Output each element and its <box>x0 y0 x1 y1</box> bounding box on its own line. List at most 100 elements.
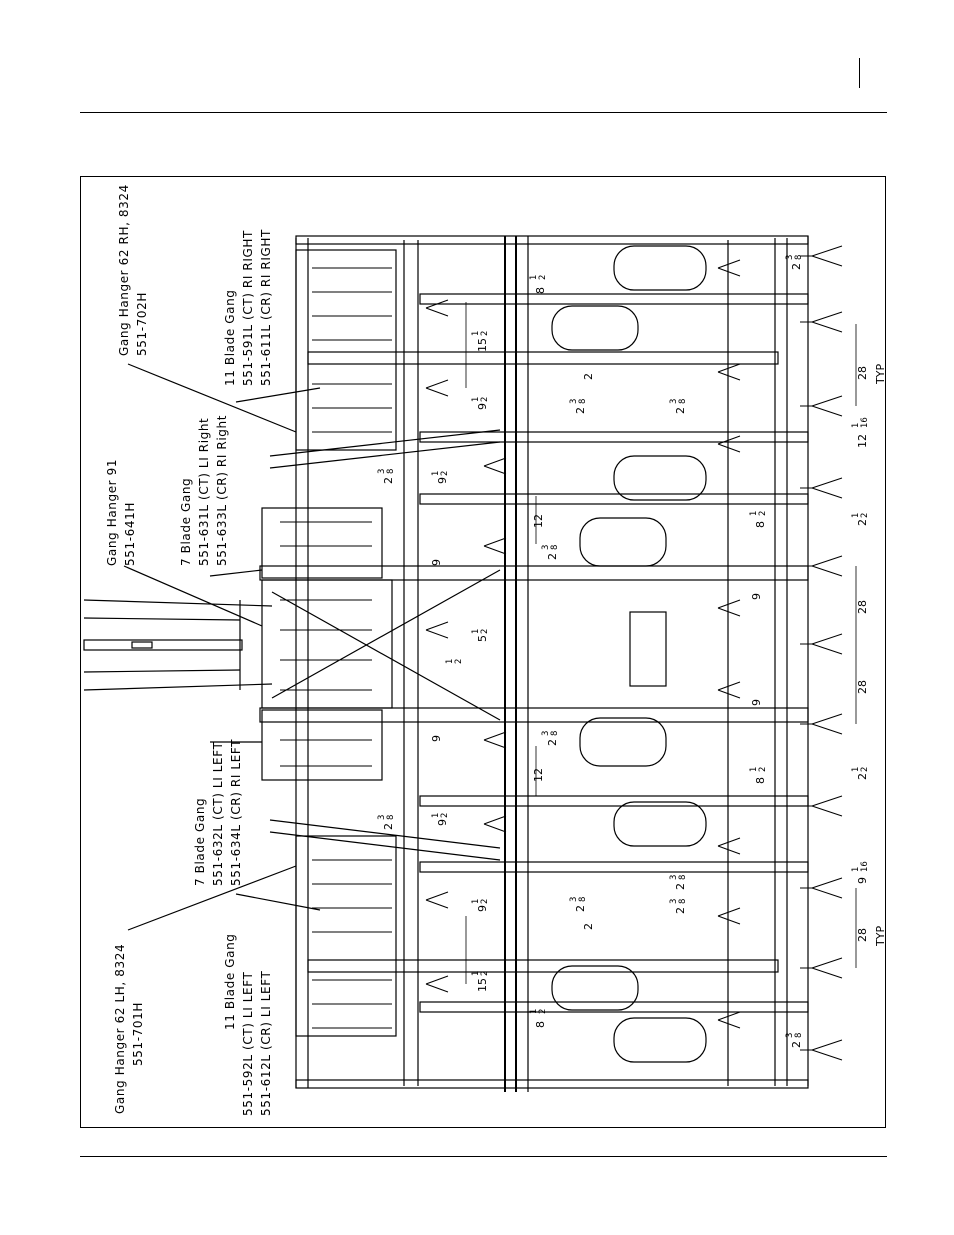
svg-text:9: 9 <box>476 403 489 410</box>
svg-text:8: 8 <box>794 255 804 260</box>
svg-text:2: 2 <box>758 767 768 772</box>
svg-text:TYP: TYP <box>874 364 887 385</box>
dim-15-1-2-bottom: 15 1 2 <box>471 971 490 992</box>
dim-9-right-a: 9 <box>750 593 763 600</box>
svg-text:9: 9 <box>436 819 449 826</box>
svg-text:Gang Hanger 62 RH, 8324: Gang Hanger 62 RH, 8324 <box>117 184 131 356</box>
svg-text:2: 2 <box>538 275 548 280</box>
svg-text:8: 8 <box>678 399 688 404</box>
svg-text:28: 28 <box>856 600 869 614</box>
svg-text:1: 1 <box>851 867 861 872</box>
dim-2-1-2-top: 2 1 2 <box>851 513 870 526</box>
dim-9-bottom: 9 <box>430 735 443 742</box>
svg-text:1: 1 <box>471 331 481 336</box>
dim-2-3-8-right-top: 2 3 8 <box>785 255 804 270</box>
svg-text:9: 9 <box>430 559 443 566</box>
svg-text:8: 8 <box>678 899 688 904</box>
svg-text:551-701H: 551-701H <box>131 1002 145 1066</box>
svg-text:3: 3 <box>669 899 679 904</box>
svg-text:2: 2 <box>582 923 595 930</box>
dim-28-typ-top: 28 TYP <box>856 364 887 385</box>
svg-text:1: 1 <box>471 397 481 402</box>
dim-28-typ-bottom: 28 TYP <box>856 926 887 947</box>
dim-2-3-8-a: 2 3 8 <box>569 399 588 414</box>
gang-7-right-label: 7 Blade Gang 551-631L (CT) LI Right 551-… <box>179 415 229 566</box>
svg-text:551-633L (CR) RI Right: 551-633L (CR) RI Right <box>215 415 229 566</box>
svg-text:15: 15 <box>476 338 489 352</box>
svg-text:1: 1 <box>471 971 481 976</box>
svg-text:551-641H: 551-641H <box>123 502 137 566</box>
svg-text:2: 2 <box>480 331 490 336</box>
svg-text:8: 8 <box>578 399 588 404</box>
svg-text:551-702H: 551-702H <box>135 292 149 356</box>
dim-5-1-2: 5 1 2 <box>471 629 490 642</box>
gang-hanger-lh-label: Gang Hanger 62 LH, 8324 551-701H <box>113 944 145 1114</box>
svg-text:2: 2 <box>674 883 687 890</box>
svg-text:8: 8 <box>386 815 396 820</box>
svg-text:551-611L (CR) RI RIGHT: 551-611L (CR) RI RIGHT <box>259 229 273 386</box>
svg-text:551-634L (CR) RI LEFT: 551-634L (CR) RI LEFT <box>229 739 243 886</box>
dim-2-3-8-c: 2 3 8 <box>377 469 396 484</box>
svg-text:2: 2 <box>674 907 687 914</box>
dim-2-3-8-i: 2 3 8 <box>669 899 688 914</box>
svg-text:551-592L (CT) LI LEFT: 551-592L (CT) LI LEFT <box>241 971 255 1116</box>
dim-8-1-2-bottom: 8 1 2 <box>529 1009 548 1028</box>
svg-text:2: 2 <box>582 373 595 380</box>
svg-text:3: 3 <box>569 897 579 902</box>
dim-12-bottom: 12 <box>532 768 545 782</box>
svg-text:16: 16 <box>860 417 870 428</box>
svg-text:12: 12 <box>532 514 545 528</box>
svg-text:12: 12 <box>532 768 545 782</box>
svg-text:8: 8 <box>678 875 688 880</box>
svg-text:12: 12 <box>856 434 869 448</box>
svg-text:1: 1 <box>851 423 861 428</box>
svg-text:9: 9 <box>430 735 443 742</box>
dim-9-1-2-mid-bottom: 9 1 2 <box>431 813 450 826</box>
svg-text:28: 28 <box>856 680 869 694</box>
dim-2-3-8-d: 2 3 8 <box>541 545 560 560</box>
svg-text:1: 1 <box>471 899 481 904</box>
dim-9-1-16: 9 1 16 <box>851 861 870 884</box>
svg-text:2: 2 <box>574 905 587 912</box>
svg-text:2: 2 <box>790 1041 803 1048</box>
svg-text:551-591L (CT) RI RIGHT: 551-591L (CT) RI RIGHT <box>241 230 255 386</box>
svg-text:8: 8 <box>754 521 767 528</box>
dim-9-1-2-top: 9 1 2 <box>471 397 490 410</box>
svg-text:2: 2 <box>546 553 559 560</box>
svg-text:3: 3 <box>541 545 551 550</box>
dim-9-top: 9 <box>430 559 443 566</box>
svg-text:1: 1 <box>851 767 861 772</box>
svg-text:2: 2 <box>860 767 870 772</box>
svg-text:9: 9 <box>856 877 869 884</box>
header-rule <box>80 112 887 113</box>
svg-text:2: 2 <box>480 971 490 976</box>
svg-text:9: 9 <box>750 699 763 706</box>
svg-text:8: 8 <box>534 1021 547 1028</box>
svg-text:8: 8 <box>550 545 560 550</box>
svg-text:3: 3 <box>569 399 579 404</box>
svg-text:551-612L (CR) LI LEFT: 551-612L (CR) LI LEFT <box>259 970 273 1116</box>
svg-text:2: 2 <box>382 477 395 484</box>
svg-text:1: 1 <box>431 471 441 476</box>
svg-text:2: 2 <box>856 773 869 780</box>
svg-text:11 Blade Gang: 11 Blade Gang <box>223 934 237 1031</box>
svg-text:5: 5 <box>476 635 489 642</box>
dim-1-2-center: 1 2 <box>445 659 464 664</box>
svg-text:2: 2 <box>480 397 490 402</box>
svg-text:8: 8 <box>794 1033 804 1038</box>
svg-text:TYP: TYP <box>874 926 887 947</box>
svg-text:1: 1 <box>749 767 759 772</box>
svg-text:1: 1 <box>445 659 455 664</box>
svg-text:1: 1 <box>529 275 539 280</box>
svg-text:2: 2 <box>480 899 490 904</box>
dim-2-3-8-right-bottom: 2 3 8 <box>785 1033 804 1048</box>
dim-2-3-8-e: 2 3 8 <box>541 731 560 746</box>
svg-text:2: 2 <box>454 659 464 664</box>
svg-text:7 Blade Gang: 7 Blade Gang <box>193 798 207 886</box>
dim-2-3-8-b: 2 3 8 <box>669 399 688 414</box>
gang-11-right-label: 11 Blade Gang 551-591L (CT) RI RIGHT 551… <box>223 229 273 386</box>
svg-text:3: 3 <box>541 731 551 736</box>
footer-rule <box>80 1156 887 1157</box>
svg-text:8: 8 <box>754 777 767 784</box>
